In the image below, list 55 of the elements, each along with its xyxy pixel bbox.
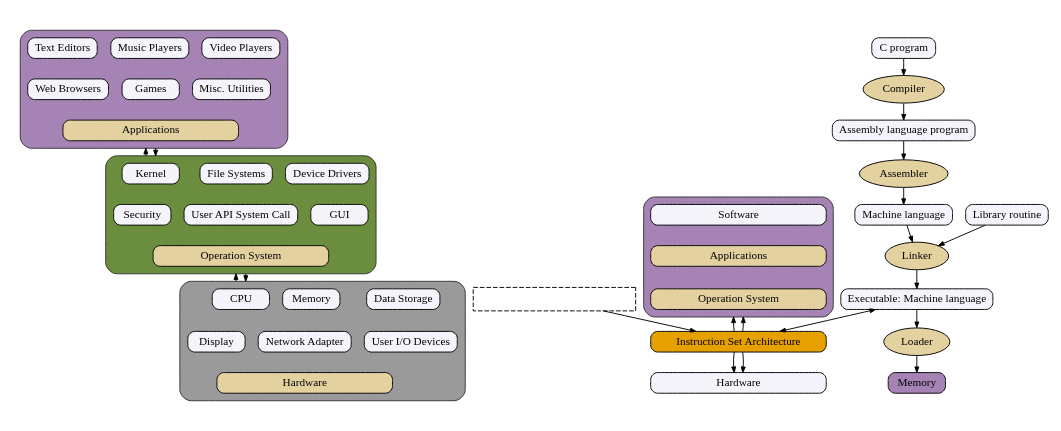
arrow xyxy=(731,351,737,373)
node-box xyxy=(472,286,637,312)
node-box: Video Players xyxy=(201,37,281,59)
arrow xyxy=(914,355,920,373)
arrow xyxy=(901,140,907,161)
arrow xyxy=(901,58,907,76)
node-box: GUI xyxy=(310,204,369,226)
node-box: Memory xyxy=(282,288,341,310)
arrow xyxy=(731,316,736,332)
node-box: Hardware xyxy=(650,372,827,394)
arrow xyxy=(740,316,746,332)
arrow xyxy=(914,309,920,329)
arrow xyxy=(233,273,239,282)
node-ellipse: Compiler xyxy=(862,75,945,104)
arrow xyxy=(914,269,920,290)
node-box: C program xyxy=(871,37,937,59)
node-box: Applications xyxy=(62,119,239,142)
arrow xyxy=(938,224,986,247)
node-box: Device Drivers xyxy=(285,162,370,185)
node-box: Hardware xyxy=(216,372,393,394)
node-box: Assembly language program xyxy=(831,119,976,142)
arrow xyxy=(153,147,159,157)
node-box: User API System Call xyxy=(183,204,299,226)
node-box: Data Storage xyxy=(366,288,441,310)
node-box: Games xyxy=(121,78,180,101)
node-box: Web Browsers xyxy=(27,78,109,101)
node-ellipse: Loader xyxy=(883,327,951,356)
node-box: Kernel xyxy=(121,162,180,185)
node-box: CPU xyxy=(211,288,270,310)
node-box: Executable: Machine language xyxy=(840,288,994,310)
node-box: Software xyxy=(650,204,827,226)
arrow xyxy=(740,351,746,373)
node-box: Display xyxy=(187,330,246,353)
arrow xyxy=(901,103,907,121)
node-box: Library routine xyxy=(965,204,1049,226)
arrow xyxy=(779,308,876,333)
node-box: Operation System xyxy=(152,245,330,267)
node-box: Applications xyxy=(650,245,827,267)
node-box: File Systems xyxy=(199,162,273,185)
node-box: Operation System xyxy=(650,288,827,310)
node-box: Memory xyxy=(887,372,946,394)
node-box: Misc. Utilities xyxy=(192,78,271,101)
node-box: Instruction Set Architecture xyxy=(650,330,827,353)
arrow xyxy=(901,187,907,205)
node-box: User I/O Devices xyxy=(363,330,458,353)
arrow xyxy=(143,147,149,157)
arrow xyxy=(602,310,697,333)
node-box: Text Editors xyxy=(27,37,98,59)
node-box: Machine language xyxy=(854,204,953,226)
node-box: Music Players xyxy=(110,37,190,59)
arrow xyxy=(906,224,913,243)
node-box: Network Adapter xyxy=(257,330,352,353)
cluster xyxy=(643,196,834,318)
node-ellipse: Assembler xyxy=(858,159,949,188)
node-box: Security xyxy=(113,204,172,226)
